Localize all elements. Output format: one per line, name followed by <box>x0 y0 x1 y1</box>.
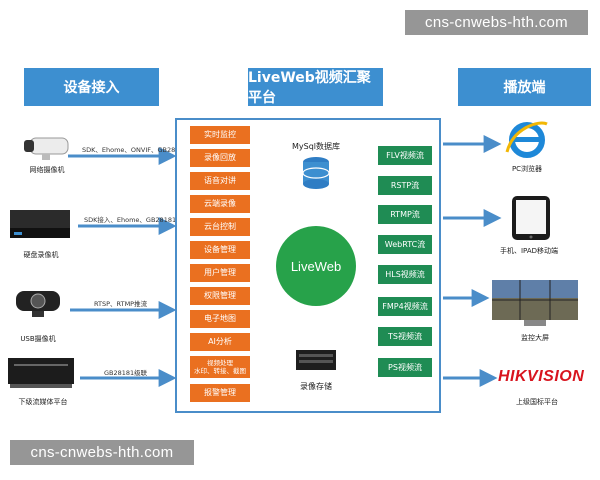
stream-box: FLV视频流 <box>378 146 432 165</box>
stream-box: WebRTC流 <box>378 235 432 254</box>
feature-box: 云台控制 <box>190 218 250 236</box>
feature-box: 录像回放 <box>190 149 250 167</box>
protocol-label: SDK接入、Ehome、GB28181 <box>84 216 177 224</box>
feature-box: 权限管理 <box>190 287 250 305</box>
player-label: 手机、IPAD移动端 <box>499 247 559 255</box>
database-icon <box>302 157 330 189</box>
storage-icon <box>296 350 336 370</box>
feature-box: 实时监控 <box>190 126 250 144</box>
stream-box: RSTP流 <box>378 176 432 195</box>
feature-box: 电子地图 <box>190 310 250 328</box>
watermark-bottom: cns-cnwebs-hth.com <box>10 440 194 465</box>
watermark-top: cns-cnwebs-hth.com <box>405 10 588 35</box>
streaming-server-icon <box>8 358 74 388</box>
storage-label: 录像存储 <box>300 382 332 391</box>
device-label: 硬盘录像机 <box>23 251 59 259</box>
header-player: 播放端 <box>458 68 591 106</box>
header-platform: LiveWeb视频汇聚平台 <box>248 68 383 106</box>
dvr-recorder-icon <box>10 210 70 238</box>
protocol-label: GB28181级联 <box>104 369 148 377</box>
player-label: 监控大屏 <box>521 334 549 342</box>
usb-camera-icon <box>16 291 60 317</box>
device-label: 网络摄像机 <box>29 166 65 174</box>
feature-box: 视频处理 水印、转接、截图 <box>190 356 250 378</box>
player-label: 上级国标平台 <box>516 398 558 406</box>
feature-box: 云端录像 <box>190 195 250 213</box>
liveweb-core: LiveWeb <box>276 226 356 306</box>
stream-box: FMP4视频流 <box>378 297 432 316</box>
tablet-icon <box>512 196 550 240</box>
device-label: USB摄像机 <box>20 335 56 343</box>
player-label: PC浏览器 <box>511 165 543 173</box>
header-device-access: 设备接入 <box>24 68 159 106</box>
protocol-label: SDK、Ehome、ONVIF、GB28181 <box>82 146 188 154</box>
feature-box: 用户管理 <box>190 264 250 282</box>
database-label: MySql数据库 <box>291 142 340 151</box>
stream-box: HLS视频流 <box>378 265 432 284</box>
network-camera-icon <box>24 137 69 160</box>
stream-box: RTMP流 <box>378 205 432 224</box>
stream-box: PS视频流 <box>378 358 432 377</box>
feature-box: 语音对讲 <box>190 172 250 190</box>
stream-box: TS视频流 <box>378 327 432 346</box>
device-label: 下级流媒体平台 <box>18 398 68 406</box>
hikvision-logo: HIKVISION <box>498 368 585 385</box>
protocol-label: RTSP、RTMP推流 <box>94 300 148 308</box>
video-wall-icon <box>492 280 578 326</box>
ie-browser-icon <box>505 121 548 158</box>
feature-box: 报警管理 <box>190 384 250 402</box>
feature-box: 设备管理 <box>190 241 250 259</box>
feature-box: AI分析 <box>190 333 250 351</box>
